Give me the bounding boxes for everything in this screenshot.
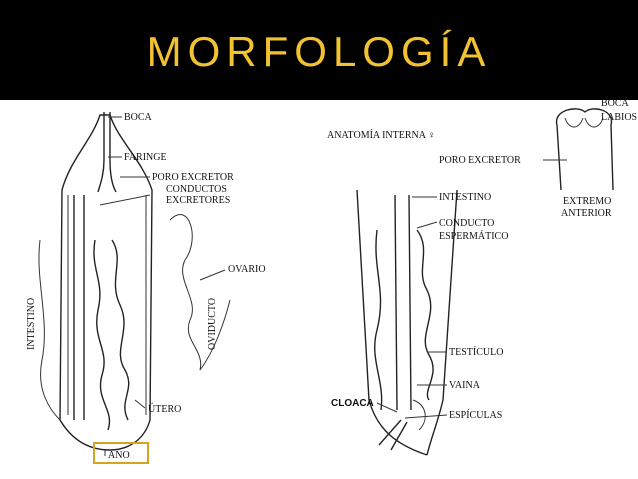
intestine-tube	[73, 195, 85, 420]
head-lips	[564, 117, 604, 128]
label-conducto: CONDUCTO	[439, 218, 494, 229]
slide-title: MORFOLOGÍA	[146, 28, 492, 75]
label-espermatico: ESPERMÁTICO	[439, 230, 508, 242]
anterior-head	[556, 108, 614, 191]
label-especulas: ESPÍCULAS	[449, 409, 502, 421]
pharynx	[97, 112, 117, 193]
female-anatomy-diagram: BOCA FARINGE PORO EXCRETOR CONDUCTOS EXC…	[0, 100, 317, 479]
label-intestino-male: INTESTINO	[439, 192, 491, 203]
male-anatomy-svg: BOCA LABIOS ANATOMÍA INTERNA ♀ PORO EXCR…	[327, 100, 637, 456]
label-anatomia-interna: ANATOMÍA INTERNA ♀	[327, 129, 435, 141]
ovary-coil	[93, 239, 111, 431]
label-conductos: CONDUCTOS	[166, 184, 227, 195]
ovary-strand	[199, 299, 231, 371]
sheath	[412, 399, 426, 431]
label-boca: BOCA	[124, 112, 153, 123]
label-boca-male: BOCA	[601, 100, 630, 109]
spicules	[378, 419, 408, 451]
label-vaina: VAINA	[449, 380, 481, 391]
uterus-coil	[111, 239, 130, 421]
label-faringe: FARINGE	[124, 152, 167, 163]
slide-title-bar: MORFOLOGÍA	[0, 0, 638, 100]
testis-coil	[374, 229, 383, 411]
label-ovario: OVARIO	[228, 264, 266, 275]
label-poro-excretor-male: PORO EXCRETOR	[439, 155, 521, 166]
body-inner-wall	[67, 195, 147, 415]
label-poro-excretor: PORO EXCRETOR	[152, 172, 234, 183]
ano-highlight-box	[93, 442, 149, 464]
intestine-tube-male	[394, 194, 412, 411]
label-oviducto: OVIDUCTO	[207, 298, 218, 350]
male-anatomy-diagram: BOCA LABIOS ANATOMÍA INTERNA ♀ PORO EXCR…	[317, 100, 638, 479]
label-labios: LABIOS	[601, 112, 637, 123]
left-strand	[38, 239, 61, 421]
label-ano: ANO	[108, 450, 130, 461]
label-utero: ÚTERO	[148, 403, 181, 415]
female-anatomy-svg: BOCA FARINGE PORO EXCRETOR CONDUCTOS EXC…	[26, 112, 266, 461]
label-cloaca: CLOACA	[331, 398, 374, 409]
label-extremo: EXTREMO	[563, 196, 611, 207]
sperm-duct-coil	[416, 229, 434, 401]
label-intestino: INTESTINO	[26, 298, 37, 350]
label-anterior: ANTERIOR	[561, 208, 612, 219]
oviduct-coil	[169, 214, 202, 371]
label-excretores: EXCRETORES	[166, 195, 230, 206]
body-outline	[59, 114, 153, 451]
body-outline-posterior	[356, 189, 458, 456]
label-testiculo: TESTÍCULO	[449, 346, 503, 358]
